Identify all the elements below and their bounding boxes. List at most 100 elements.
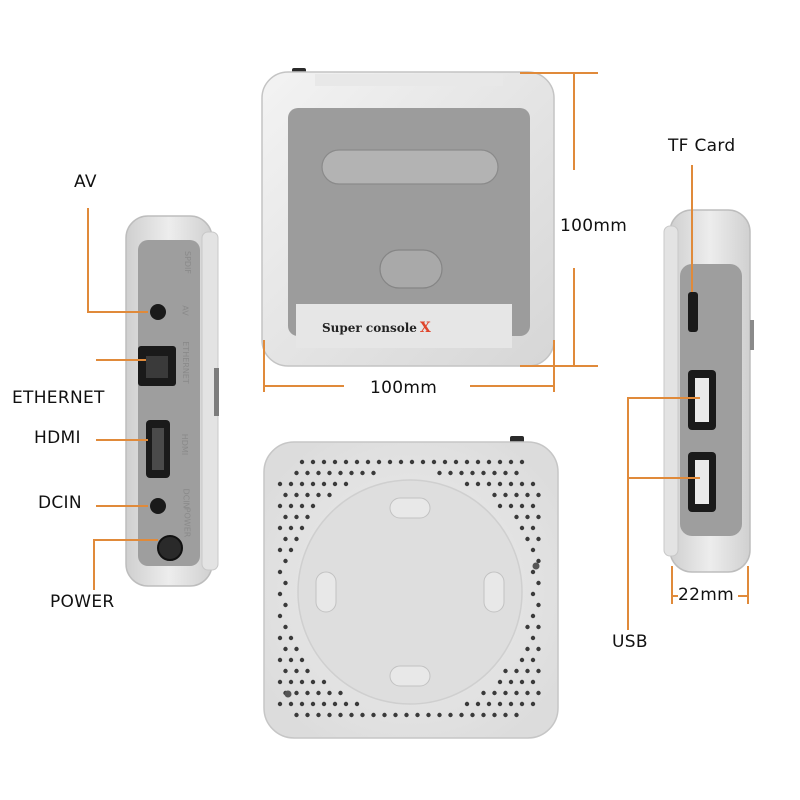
vent-hole [299, 503, 305, 509]
usb-port-2-tongue [695, 460, 709, 504]
vent-hole [437, 712, 442, 718]
vent-hole [508, 459, 514, 465]
vent-hole [310, 459, 316, 465]
vent-hole [475, 459, 481, 465]
vent-hole [536, 536, 541, 542]
vent-hole [448, 712, 453, 718]
vent-hole [492, 690, 497, 696]
vent-hole [277, 613, 283, 619]
right-side-edge [663, 225, 679, 557]
right-side-console [663, 209, 754, 573]
vent-hole [316, 470, 321, 476]
right-callouts [627, 165, 749, 630]
vent-hole [338, 690, 343, 696]
vent-hole [316, 712, 321, 718]
vent-hole [354, 701, 360, 707]
vent-hole [530, 613, 536, 619]
vent-hole [371, 470, 376, 476]
port-text-hdmi: HDMI [180, 433, 190, 456]
vent-hole [530, 525, 536, 531]
vent-hole [486, 701, 492, 707]
label-usb: USB [612, 632, 648, 652]
vent-hole [497, 459, 503, 465]
vent-hole [288, 481, 294, 487]
vent-hole [316, 690, 321, 696]
vent-hole [536, 580, 541, 586]
label-ethernet: ETHERNET [12, 388, 105, 408]
vent-hole [288, 525, 294, 531]
vent-hole [481, 470, 486, 476]
vent-hole [360, 470, 365, 476]
vent-hole [332, 481, 338, 487]
vent-hole [321, 679, 327, 685]
vent-hole [277, 657, 283, 663]
vent-hole [514, 514, 519, 520]
vent-hole [321, 481, 327, 487]
vent-hole [327, 712, 332, 718]
vent-hole [486, 459, 492, 465]
vent-hole [277, 635, 283, 641]
top-upper-strip [315, 74, 503, 86]
vent-hole [343, 459, 349, 465]
top-slot-shape [321, 149, 499, 185]
vent-hole [277, 481, 283, 487]
vent-hole [343, 481, 349, 487]
vent-hole [514, 492, 519, 498]
vent-hole [393, 712, 398, 718]
vent-hole [486, 481, 492, 487]
vent-hole [431, 459, 437, 465]
vent-hole [360, 712, 365, 718]
vent-hole [492, 712, 497, 718]
vent-hole [305, 470, 310, 476]
vent-hole [492, 470, 497, 476]
vent-hole [371, 712, 376, 718]
vent-hole [508, 701, 514, 707]
hdmi-port-inner [152, 428, 164, 470]
vent-hole [475, 481, 481, 487]
vent-hole [525, 492, 530, 498]
vent-hole [492, 492, 497, 498]
vent-hole [530, 481, 536, 487]
label-dcin: DCIN [38, 493, 82, 513]
vent-hole [470, 470, 475, 476]
vent-hole [310, 679, 316, 685]
vent-hole [382, 712, 387, 718]
vent-hole [310, 701, 316, 707]
vent-hole [530, 503, 536, 509]
vent-hole [283, 536, 288, 542]
vent-hole [464, 481, 470, 487]
vent-hole [288, 657, 294, 663]
port-text-av: AV [180, 305, 190, 316]
bottom-foot-top [389, 497, 431, 519]
port-text-spdif: SPDIF [183, 250, 193, 275]
vent-hole [277, 679, 283, 685]
top-label-strip [296, 304, 512, 348]
vent-hole [277, 591, 283, 597]
vent-hole [503, 712, 508, 718]
vent-hole [294, 690, 299, 696]
port-text-power: POWER [182, 507, 192, 538]
vent-hole [503, 492, 508, 498]
vent-hole [283, 580, 288, 586]
vent-hole [525, 514, 530, 520]
vent-hole [305, 514, 310, 520]
vent-hole [321, 701, 327, 707]
vent-hole [530, 657, 536, 663]
bottom-center-disc [297, 479, 523, 705]
vent-hole [503, 470, 508, 476]
vent-hole [338, 470, 343, 476]
vent-hole [409, 459, 415, 465]
vent-hole [294, 492, 299, 498]
vent-hole [503, 690, 508, 696]
power-button [157, 535, 183, 561]
vent-hole [332, 701, 338, 707]
vent-hole [453, 459, 459, 465]
vent-hole [277, 525, 283, 531]
vent-hole [530, 547, 536, 553]
vent-hole [470, 712, 475, 718]
vent-hole [514, 470, 519, 476]
vent-hole [299, 701, 305, 707]
dcin-port [150, 498, 166, 514]
